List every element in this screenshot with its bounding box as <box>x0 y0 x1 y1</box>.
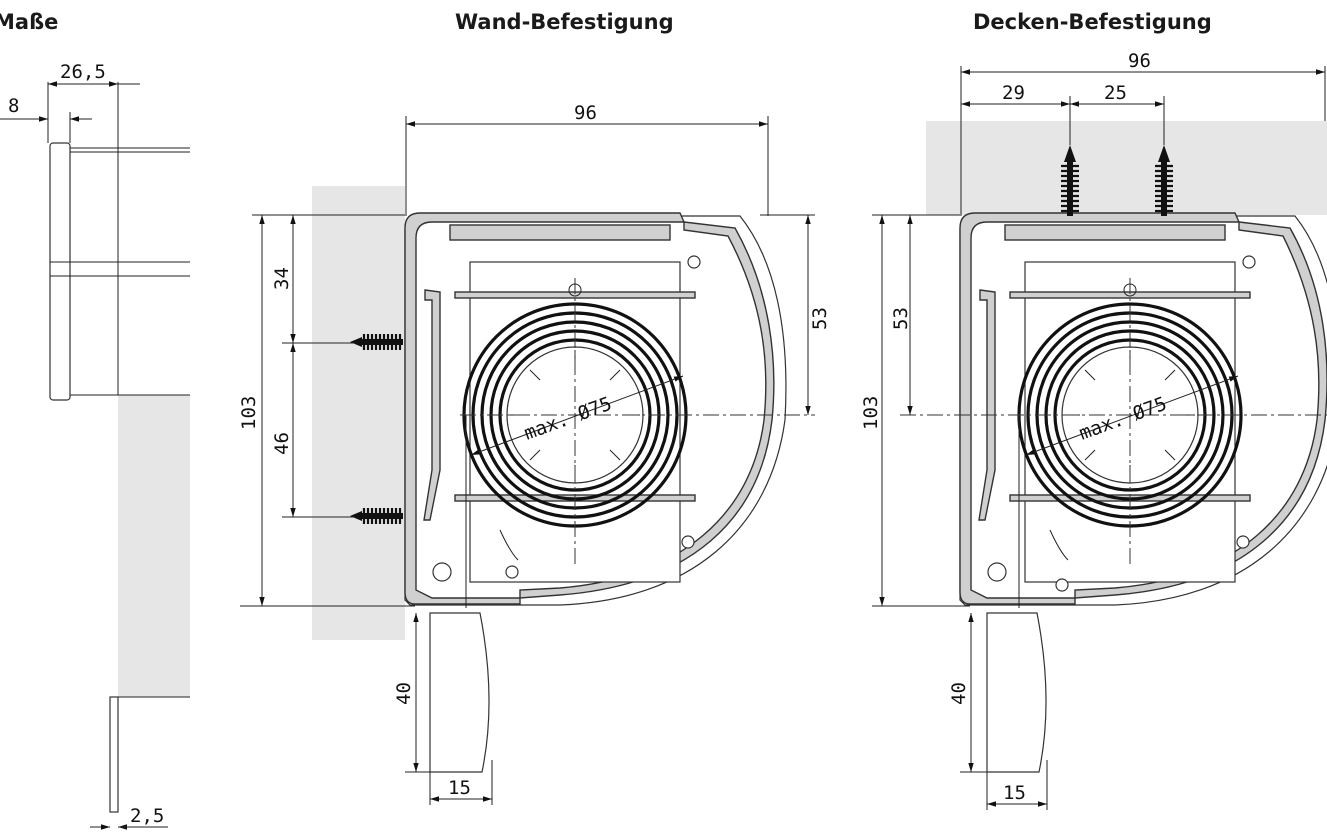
wand-roller-top <box>687 255 701 269</box>
wand-spring-clip <box>423 289 441 521</box>
heading-wand-befestigung: Wand-Befestigung <box>455 10 674 34</box>
heading-decken-befestigung: Decken-Befestigung <box>973 10 1212 34</box>
decke-screw-right <box>1155 145 1173 216</box>
wand-profile-right <box>519 221 775 599</box>
decke-screw-left <box>1061 145 1079 216</box>
masse-end-cap <box>49 142 71 401</box>
wand-dim-handle-width: 15 <box>448 777 471 799</box>
wand-dim-right: 53 <box>809 307 831 330</box>
decke-dim-axis: 53 <box>890 307 912 330</box>
masse-wall-area <box>118 395 190 697</box>
wand-end-handle <box>429 612 490 773</box>
decke-dim-handle-width: 15 <box>1003 782 1026 804</box>
wand-dim-upper: 34 <box>271 267 293 290</box>
wand-top-rail <box>449 224 671 241</box>
decke-dim-handle-height: 40 <box>948 682 970 705</box>
decke-dim-width: 96 <box>1128 50 1151 72</box>
masse-view: 26,5 8 2,5 <box>0 61 190 830</box>
wand-dim-width: 96 <box>574 102 597 124</box>
wand-profile-left <box>404 212 686 605</box>
decke-profile-left <box>959 212 1241 605</box>
decke-top-rail <box>1004 224 1226 241</box>
wand-view: max. Ø75 96 103 34 46 53 40 15 <box>238 102 831 805</box>
wand-roller <box>432 562 452 582</box>
wand-roller-bottom <box>681 535 695 549</box>
decke-end-handle <box>986 612 1047 773</box>
masse-dim-bottom: 2,5 <box>130 805 164 827</box>
decke-dim-height: 103 <box>860 396 882 430</box>
decke-dim-screw-spacing: 25 <box>1104 82 1127 104</box>
decke-dim-left-offset: 29 <box>1002 82 1025 104</box>
decke-view: max. Ø75 <box>860 50 1327 810</box>
wand-dim-handle-height: 40 <box>393 682 415 705</box>
wand-dim-height: 103 <box>238 396 260 430</box>
wand-wall <box>312 186 405 640</box>
heading-masse: Maße <box>0 10 59 34</box>
decke-ceiling <box>926 121 1327 215</box>
masse-bottom-bar <box>109 696 119 813</box>
masse-dim-top-width: 26,5 <box>60 61 106 83</box>
masse-dim-offset: 8 <box>8 95 19 117</box>
wand-dim-middle: 46 <box>271 432 293 455</box>
